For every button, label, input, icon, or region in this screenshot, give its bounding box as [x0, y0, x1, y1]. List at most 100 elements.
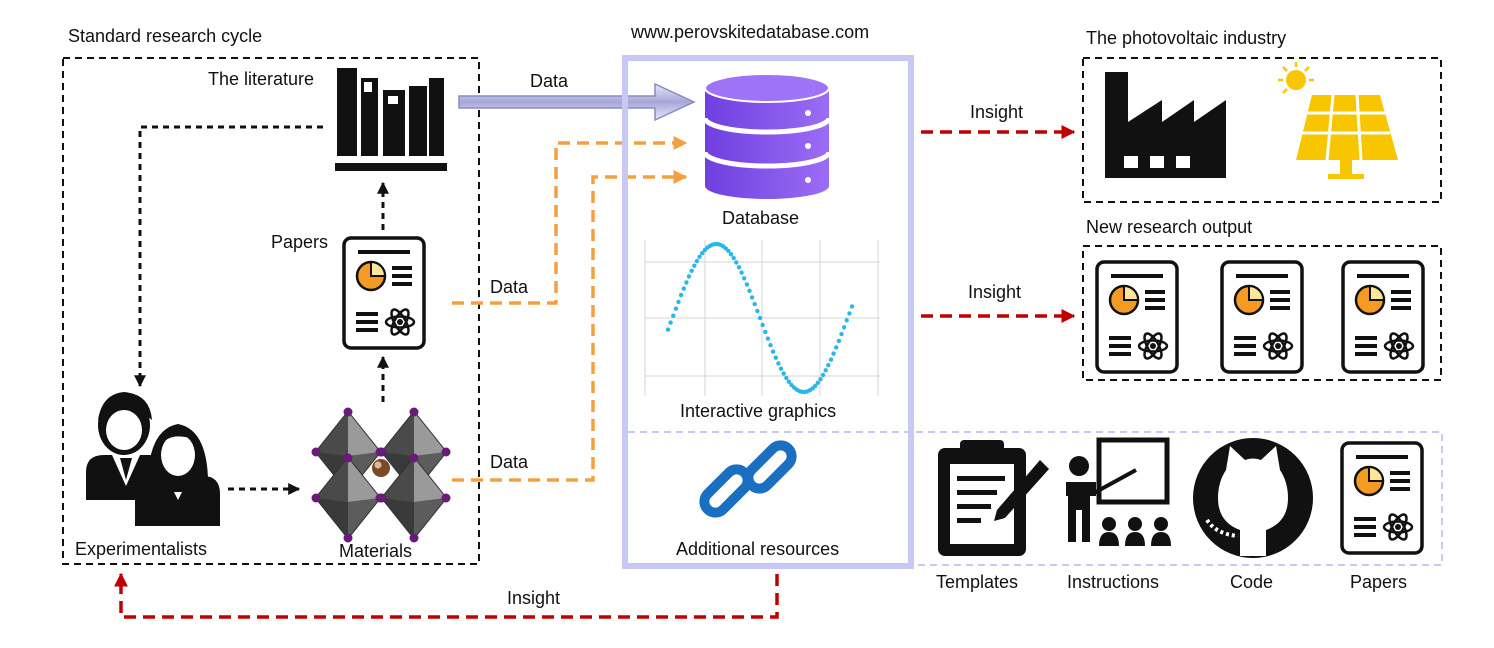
data-materials-label: Data [490, 452, 529, 472]
curve-dot [836, 338, 842, 344]
insight-research-label: Insight [968, 282, 1021, 302]
curve-dot [786, 379, 792, 384]
curve-dot [847, 311, 852, 316]
website-url[interactable]: www.perovskitedatabase.com [630, 22, 869, 42]
chain-link-icon [699, 440, 797, 518]
curve-dot [736, 265, 742, 270]
factory-icon [1105, 72, 1226, 178]
additional-resources-label: Additional resources [676, 539, 839, 559]
curve-dot [757, 315, 763, 321]
curve-dot [841, 325, 847, 330]
sun-icon [1278, 62, 1314, 94]
new-research-frame [1082, 245, 1442, 381]
curve-dot [665, 327, 671, 332]
papers-to-database-arrow [452, 136, 688, 305]
curve-dot [689, 268, 694, 273]
interactive-graph [644, 240, 880, 396]
curve-dot [673, 306, 679, 311]
sine-curve [665, 241, 855, 395]
resources-frame [628, 431, 1443, 566]
clipboard-icon [938, 440, 1049, 556]
curve-dot [834, 345, 839, 350]
database-icon [702, 73, 832, 199]
data-papers-label: Data [490, 277, 529, 297]
curve-dot [686, 274, 692, 279]
new-research-title: New research output [1086, 217, 1252, 237]
templates-label: Templates [936, 572, 1018, 592]
research-cycle-title: Standard research cycle [68, 26, 262, 46]
curve-dot [676, 299, 681, 305]
data-literature-label: Data [530, 71, 569, 91]
curve-dot [760, 322, 765, 328]
github-icon [1193, 438, 1313, 558]
curve-dot [826, 363, 831, 368]
curve-dot [820, 372, 826, 378]
curve-dot [742, 276, 747, 281]
curve-dot [749, 295, 755, 300]
curve-dot [692, 263, 697, 268]
curve-dot [728, 252, 734, 257]
books-icon [335, 68, 447, 171]
solar-panel-icon [1296, 94, 1398, 179]
curve-dot [828, 357, 834, 362]
curve-dot [694, 258, 700, 264]
curve-dot [813, 383, 818, 389]
literature-to-database-arrow [458, 82, 696, 122]
pv-industry-title: The photovoltaic industry [1086, 28, 1286, 48]
curve-dot [668, 320, 673, 325]
resources-papers-label: Papers [1350, 572, 1407, 592]
curve-dot [684, 280, 689, 285]
curve-dot [815, 380, 820, 385]
curve-dot [839, 331, 844, 337]
curve-dot [752, 301, 757, 307]
curve-dot [831, 351, 836, 356]
instructions-label: Instructions [1067, 572, 1159, 592]
paper-icon [1340, 441, 1424, 555]
paper-icon [1220, 260, 1304, 374]
paper-icon [342, 236, 426, 350]
curve-dot [671, 313, 676, 318]
curve-dot [781, 371, 786, 376]
curve-dot [765, 336, 771, 341]
curve-dot [823, 368, 828, 373]
curve-dot [700, 251, 705, 256]
curve-dot [784, 375, 789, 381]
research-cycle-frame [62, 57, 480, 565]
curve-dot [747, 288, 752, 293]
perovskite-crystal-icon [310, 406, 452, 544]
interactive-graphics-label: Interactive graphics [680, 401, 836, 421]
curve-dot [678, 292, 684, 298]
materials-label: Materials [339, 541, 412, 561]
experimentalists-label: Experimentalists [75, 539, 207, 559]
paper-icon [1095, 260, 1179, 374]
curve-dot [731, 255, 736, 261]
curve-dot [818, 377, 823, 382]
curve-dot [739, 270, 744, 275]
curve-dot [770, 349, 776, 354]
papers-label: Papers [271, 232, 328, 252]
curve-dot [734, 260, 739, 265]
curve-dot [778, 366, 784, 371]
curve-dot [681, 286, 686, 291]
insight-experimentalists-label: Insight [507, 588, 560, 608]
curve-dot [755, 308, 760, 314]
website-frame [622, 55, 914, 569]
curve-dot [849, 304, 855, 309]
materials-to-database-arrow [452, 170, 688, 482]
people-icon [86, 392, 220, 526]
curve-dot [763, 329, 768, 335]
literature-to-experimentalists-arrow [134, 125, 323, 388]
curve-dot [844, 318, 849, 323]
curve-dot [768, 343, 773, 348]
insight-to-experimentalists-arrow [114, 572, 779, 619]
literature-label: The literature [208, 69, 314, 89]
curve-dot [776, 361, 781, 366]
curve-dot [726, 248, 731, 254]
curve-dot [697, 254, 702, 259]
insight-industry-label: Insight [970, 102, 1023, 122]
teacher-icon [1066, 437, 1171, 546]
curve-dot [744, 282, 750, 287]
database-label: Database [722, 208, 799, 228]
